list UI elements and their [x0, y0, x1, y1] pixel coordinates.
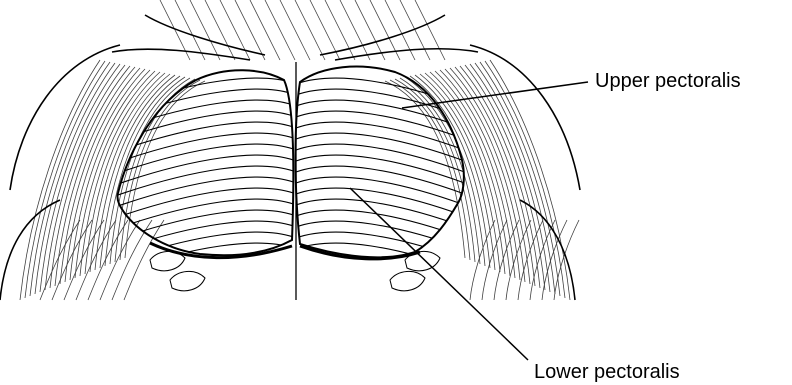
muscle-fiber	[296, 155, 470, 185]
shoulder-hatch	[485, 61, 565, 298]
deltoid-right-outline	[470, 45, 580, 190]
shoulder-hatch	[65, 69, 145, 282]
muscle-fiber	[115, 199, 296, 229]
muscle-fiber	[296, 133, 470, 163]
neck-hatch	[205, 0, 235, 60]
neck-hatch	[280, 0, 310, 60]
arm-hatch	[518, 220, 543, 300]
left-pectoral-outline	[117, 70, 293, 255]
muscle-fiber	[115, 111, 296, 141]
neck-hatch	[415, 0, 445, 60]
muscle-fiber	[115, 144, 296, 174]
trapezius-right	[335, 49, 478, 60]
arm-hatch	[470, 220, 495, 300]
neck-hatch	[310, 0, 340, 60]
muscle-fiber	[296, 166, 470, 196]
left-pectoral-fibers	[115, 78, 296, 273]
arm-hatch	[40, 220, 80, 300]
muscle-fiber	[296, 78, 470, 108]
muscle-fiber	[115, 166, 296, 196]
shoulder-hatch	[470, 64, 550, 292]
muscle-fiber	[296, 177, 470, 207]
shoulder-hatch	[40, 64, 120, 292]
neck-hatch	[250, 0, 280, 60]
neck-hatch	[190, 0, 220, 60]
muscle-fiber	[115, 177, 296, 207]
left-pectoral	[115, 70, 296, 273]
muscle-fiber	[115, 155, 296, 185]
muscle-fiber	[115, 188, 296, 218]
shoulder-hatch	[465, 65, 545, 290]
shoulder-hatch	[490, 60, 570, 300]
shoulder-hatch	[45, 65, 125, 290]
shoulder-hatch	[60, 68, 140, 284]
deltoid-left-outline	[10, 45, 120, 190]
muscle-fiber	[115, 122, 296, 152]
right-pectoral-fibers	[296, 78, 470, 273]
lower-pectoralis-leader	[350, 188, 528, 360]
lower-pectoralis-label: Lower pectoralis	[534, 362, 680, 382]
shoulder-hatch	[90, 74, 170, 272]
shoulder-hatch	[25, 61, 105, 298]
trapezius-left	[112, 49, 250, 60]
neck-hatch	[340, 0, 370, 60]
arm-hatch	[530, 220, 555, 300]
arm-left-outline	[0, 200, 60, 300]
body-hatching	[20, 0, 579, 300]
muscle-fiber	[115, 100, 296, 130]
shoulder-hatch	[20, 60, 100, 300]
muscle-fiber	[115, 133, 296, 163]
upper-pectoralis-label: Upper pectoralis	[595, 71, 741, 91]
right-pectoral	[296, 67, 471, 273]
arm-hatch	[494, 220, 519, 300]
muscle-fiber	[296, 144, 470, 174]
neck-hatch	[295, 0, 325, 60]
muscle-fiber	[296, 188, 470, 218]
neck-hatch	[265, 0, 295, 60]
muscle-fiber	[296, 122, 470, 152]
neck-hatch	[355, 0, 385, 60]
